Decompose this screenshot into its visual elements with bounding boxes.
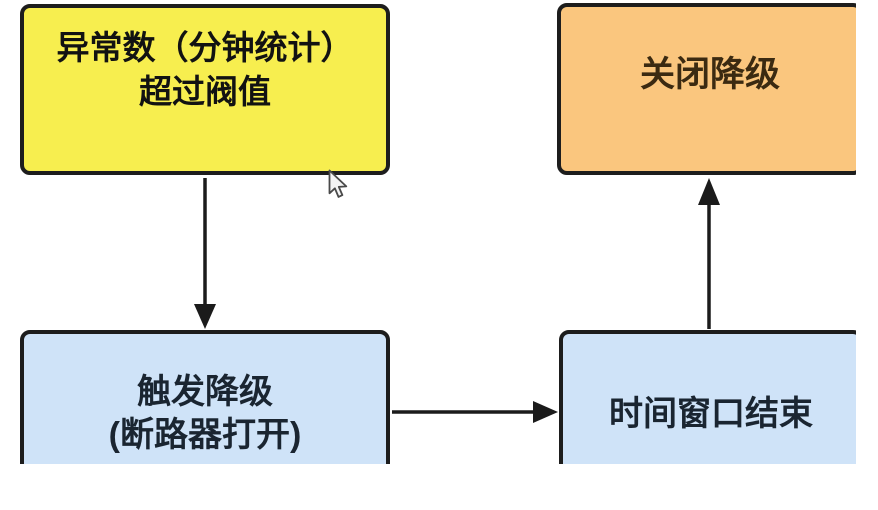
arrow-right-trigger-to-window bbox=[392, 401, 558, 423]
node-exception-threshold: 异常数（分钟统计） 超过阀值 bbox=[20, 4, 390, 175]
node-label-line: 触发降级 bbox=[137, 373, 273, 411]
node-label-line: (断路器打开) bbox=[108, 416, 302, 454]
node-label-line: 超过阀值 bbox=[139, 73, 271, 110]
arrow-up-window-to-close bbox=[698, 178, 720, 329]
arrow-down-threshold-to-trigger bbox=[194, 178, 216, 329]
node-close-degrade: 关闭降级 bbox=[557, 3, 856, 175]
node-window-end: 时间窗口结束 bbox=[559, 330, 856, 464]
node-label-line: 时间窗口结束 bbox=[609, 394, 813, 433]
node-label-line: 异常数（分钟统计） bbox=[56, 29, 354, 66]
content-region: 异常数（分钟统计） 超过阀值 关闭降级 触发降级 (断路器打开) 时间窗口结束 bbox=[20, 3, 856, 464]
node-trigger-degrade: 触发降级 (断路器打开) bbox=[20, 330, 390, 464]
node-label-line: 关闭降级 bbox=[639, 55, 780, 94]
